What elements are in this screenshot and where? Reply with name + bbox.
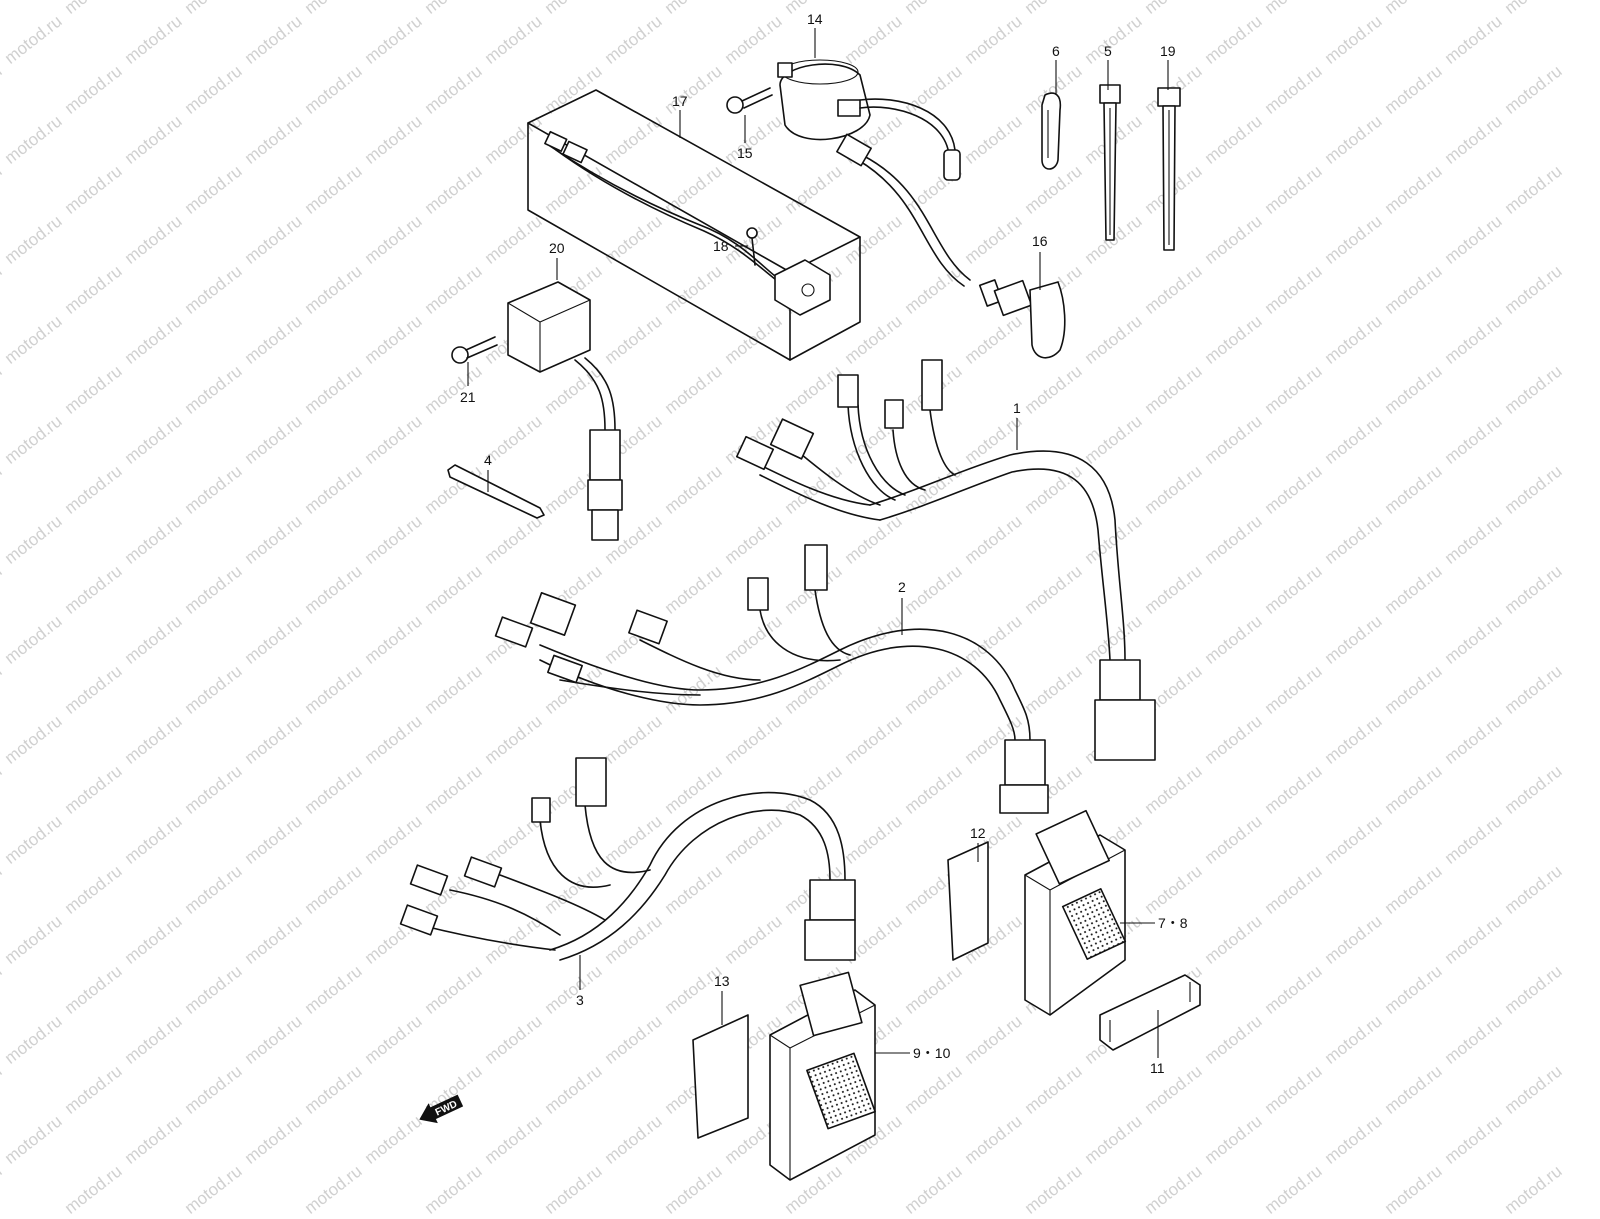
callout-9-10: 9・10: [913, 1045, 951, 1061]
callout-11: 11: [1150, 1060, 1165, 1076]
part-20-relay: [507, 281, 623, 541]
part-14-ignition-coil: [777, 59, 971, 287]
fwd-arrow-label: FWD: [434, 1099, 459, 1119]
leader-lines: [467, 28, 1169, 1058]
part-21-screw: [451, 336, 498, 364]
part-12-plate: [947, 841, 989, 961]
callout-5: 5: [1104, 43, 1112, 59]
callout-17: 17: [672, 93, 688, 109]
part-7-8-control-unit: [1024, 809, 1127, 1016]
callouts: 1 2 3 4 5 6 7・8 9・10 11 12 13 14 15 16 1…: [460, 11, 1188, 1076]
part-11-strap: [1099, 974, 1201, 1051]
part-6-clamp: [1041, 92, 1062, 170]
part-1-main-harness: [735, 359, 1156, 761]
callout-6: 6: [1052, 43, 1060, 59]
callout-7-8: 7・8: [1158, 915, 1188, 931]
callout-4: 4: [484, 452, 492, 468]
callout-18: 18: [713, 238, 729, 254]
part-3-harness: [399, 757, 856, 961]
part-18-screw: [746, 227, 758, 266]
callout-21: 21: [460, 389, 476, 405]
callout-16: 16: [1032, 233, 1048, 249]
part-17-kit-box: [527, 89, 861, 361]
callout-12: 12: [970, 825, 986, 841]
callout-13: 13: [714, 973, 730, 989]
part-9-10-control-unit: [769, 971, 876, 1181]
part-2-harness: [494, 544, 1049, 814]
part-15-bolt: [726, 87, 773, 114]
part-5-cable-tie: [1099, 84, 1121, 241]
callout-20: 20: [549, 240, 565, 256]
part-13-plate: [692, 1014, 749, 1139]
callout-15: 15: [737, 145, 753, 161]
part-16-plug-cap: [978, 279, 1066, 359]
part-19-cable-tie: [1157, 87, 1181, 251]
callout-1: 1: [1013, 400, 1021, 416]
part-4-band: [447, 464, 545, 519]
callout-19: 19: [1160, 43, 1176, 59]
callout-2: 2: [898, 579, 906, 595]
callout-14: 14: [807, 11, 823, 27]
callout-3: 3: [576, 992, 584, 1008]
fwd-arrow: FWD: [419, 1094, 464, 1124]
